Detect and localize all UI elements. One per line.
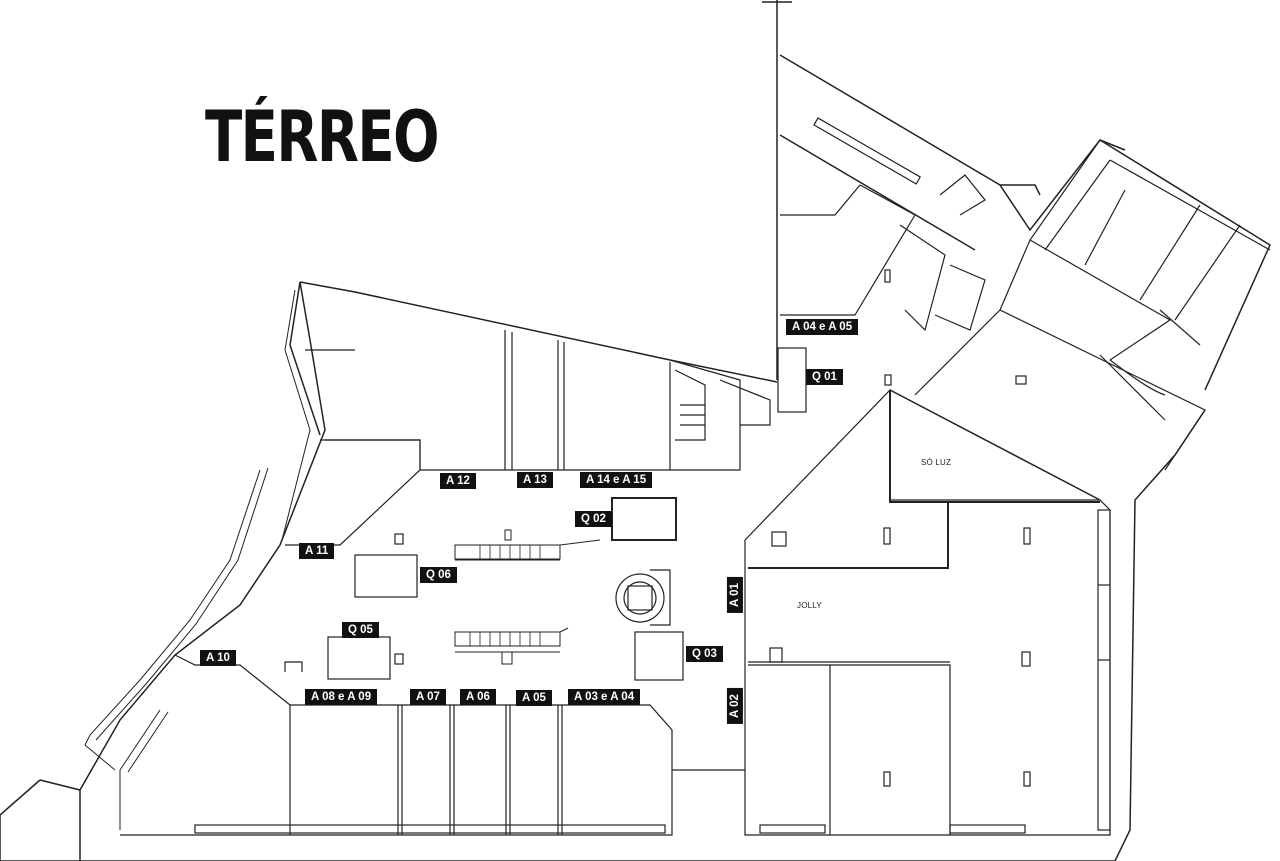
block-right <box>672 375 1111 836</box>
label-a08-a09[interactable]: A 08 e A 09 <box>305 689 378 705</box>
label-a10[interactable]: A 10 <box>200 650 236 666</box>
label-a02[interactable]: A 02 <box>726 688 743 724</box>
label-q03[interactable]: Q 03 <box>686 646 723 662</box>
label-a03-a04[interactable]: A 03 e A 04 <box>568 689 641 705</box>
label-a04-a05[interactable]: A 04 e A 05 <box>786 319 859 335</box>
label-a12[interactable]: A 12 <box>440 473 476 489</box>
label-q01[interactable]: Q 01 <box>806 369 843 385</box>
store-so-luz: SÓ LUZ <box>921 458 952 467</box>
label-a11[interactable]: A 11 <box>299 543 335 559</box>
block-a12-a15 <box>305 330 771 471</box>
block-a11 <box>285 439 421 546</box>
label-a07[interactable]: A 07 <box>410 689 446 705</box>
block-upper-right <box>777 117 1271 471</box>
kiosks <box>284 497 684 681</box>
block-bottom-stores <box>120 654 673 836</box>
label-a05[interactable]: A 05 <box>516 690 552 706</box>
label-q05[interactable]: Q 05 <box>342 622 379 638</box>
label-a14-a15[interactable]: A 14 e A 15 <box>580 472 653 488</box>
left-facade <box>84 289 311 830</box>
page-title: TÉRREO <box>205 96 440 178</box>
escalators <box>454 529 601 665</box>
label-q06[interactable]: Q 06 <box>420 567 457 583</box>
label-a01[interactable]: A 01 <box>726 577 743 613</box>
store-jolly: JOLLY <box>797 601 822 610</box>
label-a13[interactable]: A 13 <box>517 472 553 488</box>
label-q02[interactable]: Q 02 <box>575 511 612 527</box>
label-a06[interactable]: A 06 <box>460 689 496 705</box>
